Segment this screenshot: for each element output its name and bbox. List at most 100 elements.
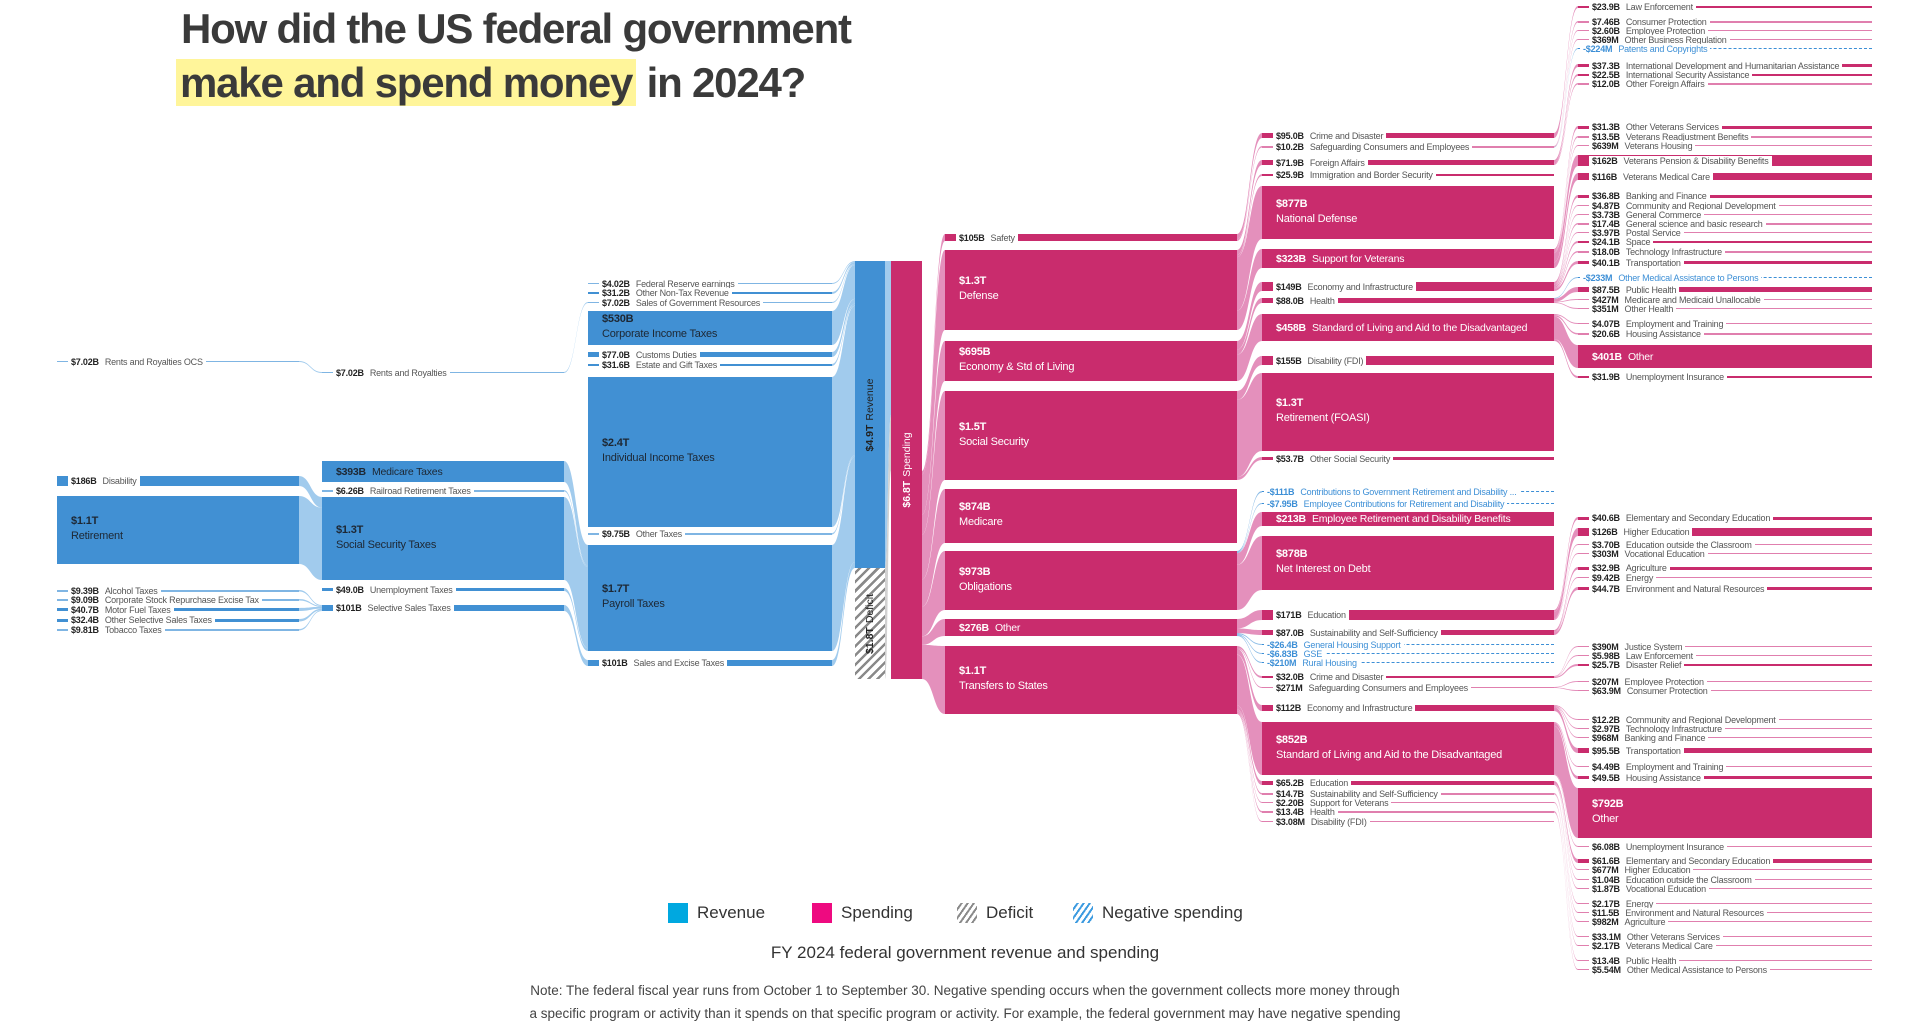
node-value: $677M <box>1592 864 1619 875</box>
node-name: Housing Assistance <box>1625 328 1701 339</box>
flow-link <box>299 606 322 611</box>
node-name: Tobacco Taxes <box>104 624 162 635</box>
sankey-node[interactable] <box>1262 298 1554 303</box>
sankey-node[interactable] <box>1262 186 1554 239</box>
sankey-node[interactable] <box>1578 553 1872 554</box>
sankey-node[interactable] <box>1578 308 1872 309</box>
node-value: $393B <box>336 465 366 478</box>
sankey-node[interactable] <box>1578 567 1872 570</box>
sankey-node[interactable] <box>57 496 299 564</box>
sankey-node[interactable] <box>1262 802 1554 803</box>
sankey-node[interactable] <box>1578 30 1872 31</box>
sankey-node[interactable] <box>1578 6 1872 8</box>
sankey-node[interactable] <box>57 608 299 611</box>
sankey-node[interactable] <box>1262 722 1554 775</box>
sankey-node[interactable] <box>945 551 1237 610</box>
sankey-node[interactable] <box>1578 664 1872 666</box>
node-name: Consumer Protection <box>1626 685 1708 696</box>
sankey-node[interactable] <box>1578 126 1872 129</box>
sankey-node[interactable] <box>1262 160 1554 165</box>
sankey-node[interactable] <box>1262 811 1554 813</box>
sankey-node[interactable] <box>57 629 299 631</box>
node-name: Employee Retirement and Disability Benef… <box>1311 513 1511 525</box>
sankey-node[interactable] <box>57 476 299 486</box>
sankey-node[interactable] <box>1262 676 1554 678</box>
sankey-node[interactable] <box>57 590 299 592</box>
node-name: Education <box>1309 778 1349 788</box>
sankey-node[interactable] <box>1578 945 1872 946</box>
legend-spending: Spending <box>812 903 913 923</box>
sankey-node[interactable] <box>1578 788 1872 838</box>
sankey-node[interactable] <box>1578 888 1872 889</box>
flow-link <box>1554 195 1578 284</box>
sankey-node[interactable] <box>1578 251 1872 253</box>
sankey-node[interactable] <box>1262 536 1554 590</box>
node-name: Elementary and Secondary Education <box>1625 513 1771 524</box>
sankey-node[interactable] <box>945 489 1237 543</box>
flow-link <box>1237 646 1262 678</box>
sankey-node[interactable] <box>945 391 1237 480</box>
sankey-node[interactable] <box>1262 610 1554 620</box>
sankey-node[interactable] <box>1578 241 1872 243</box>
sankey-node[interactable] <box>1578 83 1872 85</box>
sankey-node[interactable] <box>1262 821 1554 822</box>
sankey-node[interactable] <box>322 497 564 580</box>
sankey-node[interactable] <box>1578 345 1872 368</box>
sankey-node[interactable] <box>945 341 1237 381</box>
sankey-node[interactable] <box>1578 145 1872 146</box>
sankey-node[interactable] <box>1262 133 1554 138</box>
sankey-node[interactable] <box>1578 690 1872 691</box>
node-name: Support for Veterans <box>1311 252 1405 265</box>
sankey-node[interactable] <box>945 250 1237 330</box>
node-value: $53.7B <box>1276 453 1304 464</box>
sankey-node[interactable] <box>1578 936 1872 937</box>
sankey-node[interactable] <box>1578 173 1872 180</box>
negative-spending-node[interactable] <box>1578 48 1872 49</box>
sankey-node[interactable] <box>1262 781 1554 785</box>
sankey-node[interactable] <box>945 619 1237 636</box>
negative-spending-node[interactable] <box>1262 662 1554 663</box>
sankey-node[interactable] <box>1578 776 1872 779</box>
negative-spending-node[interactable] <box>1262 644 1554 645</box>
sankey-node[interactable] <box>1578 261 1872 264</box>
sankey-node[interactable] <box>1262 356 1554 365</box>
sankey-node[interactable] <box>588 533 832 535</box>
sankey-node[interactable] <box>1262 373 1554 451</box>
sankey-node[interactable] <box>1578 737 1872 738</box>
sankey-node[interactable] <box>588 311 832 345</box>
sankey-node[interactable] <box>1262 249 1554 268</box>
flow-link <box>1554 681 1578 688</box>
sankey-node[interactable] <box>1578 921 1872 922</box>
sankey-node[interactable] <box>1262 314 1554 341</box>
sankey-node[interactable] <box>1578 21 1872 23</box>
sankey-node[interactable] <box>1578 577 1872 578</box>
sankey-node[interactable] <box>1578 287 1872 292</box>
sankey-node[interactable] <box>1578 748 1872 753</box>
sankey-node[interactable] <box>1578 681 1872 682</box>
sankey-node[interactable] <box>1578 232 1872 233</box>
sankey-node[interactable] <box>1578 728 1872 729</box>
sankey-node[interactable] <box>945 234 1237 241</box>
sankey-node[interactable] <box>1578 528 1872 536</box>
sankey-node[interactable] <box>1578 655 1872 656</box>
sankey-node[interactable] <box>1578 646 1872 647</box>
sankey-node[interactable] <box>322 461 564 482</box>
sankey-node[interactable] <box>1578 195 1872 198</box>
sankey-node[interactable] <box>588 352 832 357</box>
sankey-node[interactable] <box>1578 960 1872 961</box>
deficit-bar-label: $1.8TDeficit <box>864 564 876 684</box>
flow-link <box>299 599 322 607</box>
sankey-node[interactable] <box>1262 512 1554 526</box>
sankey-node[interactable] <box>945 646 1237 714</box>
negative-spending-node[interactable] <box>1262 653 1554 654</box>
sankey-node[interactable] <box>1578 903 1872 904</box>
sankey-node[interactable] <box>588 545 832 651</box>
sankey-node[interactable] <box>1262 457 1554 460</box>
sankey-node[interactable] <box>1578 333 1872 335</box>
sankey-node[interactable] <box>1578 869 1872 870</box>
sankey-node[interactable] <box>588 377 832 527</box>
sankey-node[interactable] <box>1578 214 1872 215</box>
